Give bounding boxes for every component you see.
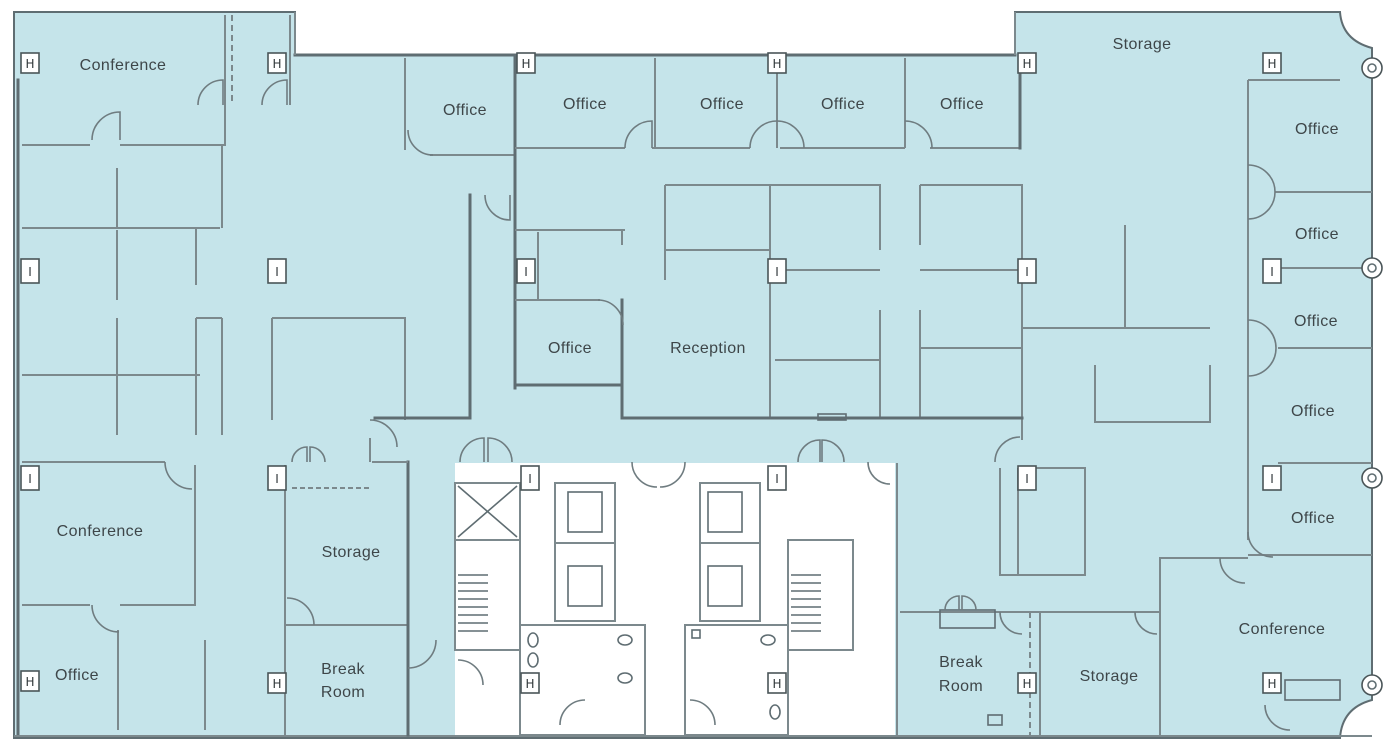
tenant-area [13,11,1373,739]
svg-text:I: I [528,472,532,486]
h-marker: H [1262,52,1282,74]
i-marker: I [767,465,787,491]
room-label-conference-nw: Conference [80,57,167,74]
room-label-office-e4: Office [1291,403,1335,420]
columns [1361,57,1383,696]
i-marker: I [520,465,540,491]
h-marker: H [767,52,787,74]
svg-text:H: H [25,57,34,71]
room-label-office-center: Office [548,340,592,357]
svg-text:H: H [1022,677,1031,691]
svg-text:I: I [1025,265,1029,279]
i-markers: I I I I I I I I I I I I [20,258,1282,491]
i-marker: I [1262,465,1282,491]
room-label-storage-ne: Storage [1113,36,1172,53]
room-label-office-n1: Office [443,102,487,119]
room-label-office-e1: Office [1295,121,1339,138]
svg-text:I: I [524,265,528,279]
room-label-office-n2: Office [563,96,607,113]
room-label-break-room-w-line1: Break [321,661,365,678]
i-marker: I [1017,258,1037,284]
h-marker: H [20,670,40,692]
svg-text:I: I [775,265,779,279]
svg-text:H: H [25,675,34,689]
building-core [454,482,854,736]
stair-treads [458,574,821,632]
svg-text:H: H [772,57,781,71]
room-label-conference-w: Conference [57,523,144,540]
column-marker [1361,674,1383,696]
room-label-office-e2: Office [1295,226,1339,243]
i-marker: I [1017,465,1037,491]
h-marker: H [1017,52,1037,74]
svg-text:I: I [275,265,279,279]
h-marker: H [1262,672,1282,694]
i-marker: I [267,258,287,284]
column-marker [1361,57,1383,79]
door-swings [91,79,1291,731]
column-marker [1361,467,1383,489]
room-label-break-room-e-line2: Room [939,678,983,695]
room-label-reception: Reception [670,340,746,357]
room-label-office-sw: Office [55,667,99,684]
svg-text:I: I [1270,472,1274,486]
svg-text:I: I [275,472,279,486]
svg-text:H: H [1022,57,1031,71]
i-marker: I [516,258,536,284]
h-marker: H [767,672,787,694]
h-marker: H [516,52,536,74]
svg-text:H: H [272,677,281,691]
room-label-office-n3: Office [700,96,744,113]
svg-text:H: H [272,57,281,71]
i-marker: I [767,258,787,284]
h-markers: H H H H H H H H H H H H [20,52,1282,694]
room-label-office-e3: Office [1294,313,1338,330]
i-marker: I [267,465,287,491]
room-label-storage-w: Storage [322,544,381,561]
svg-text:I: I [28,472,32,486]
room-label-storage-se: Storage [1080,668,1139,685]
svg-text:H: H [1267,677,1276,691]
svg-text:I: I [775,472,779,486]
svg-text:H: H [525,677,534,691]
room-label-office-e5: Office [1291,510,1335,527]
h-marker: H [20,52,40,74]
svg-text:H: H [772,677,781,691]
svg-text:I: I [28,265,32,279]
i-marker: I [1262,258,1282,284]
svg-text:I: I [1025,472,1029,486]
room-label-office-n5: Office [940,96,984,113]
room-labels: Conference Office Office Office Office O… [55,36,1339,701]
h-marker: H [520,672,540,694]
svg-text:H: H [1267,57,1276,71]
column-marker [1361,257,1383,279]
i-marker: I [20,465,40,491]
h-marker: H [267,52,287,74]
svg-text:H: H [521,57,530,71]
svg-text:I: I [1270,265,1274,279]
tenant-space-fill [13,11,1373,739]
h-marker: H [1017,672,1037,694]
i-marker: I [20,258,40,284]
room-label-break-room-e-line1: Break [939,654,983,671]
room-label-office-n4: Office [821,96,865,113]
h-marker: H [267,672,287,694]
room-label-conference-se: Conference [1239,621,1326,638]
room-label-break-room-w-line2: Room [321,684,365,701]
